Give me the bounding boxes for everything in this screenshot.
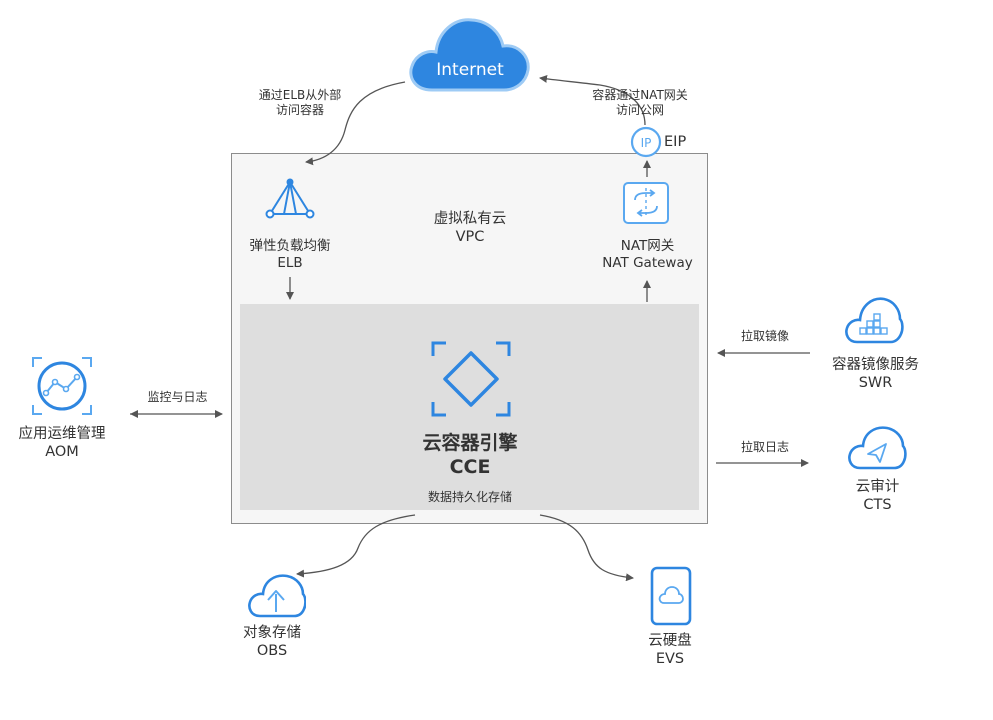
internet-label: Internet: [436, 60, 504, 80]
cce-storage-label: 数据持久化存储: [427, 490, 512, 504]
nat-gateway-icon: [623, 182, 669, 224]
swr-icon: [845, 297, 904, 344]
aom-edge-label: 监控与日志: [147, 390, 208, 404]
eip-icon: IP: [630, 126, 662, 158]
cts-edge-label: 拉取日志: [740, 440, 789, 454]
arrow-internet-to-elb: [305, 81, 406, 166]
eip-icon-text: IP: [641, 136, 652, 150]
obs-icon: [248, 574, 306, 618]
arrow-eip-to-internet: [539, 74, 646, 126]
aom-icon: [32, 357, 92, 415]
evs-icon: [650, 566, 692, 626]
cce-area: [240, 304, 699, 510]
elb-icon: [265, 178, 315, 219]
eip-label: EIP: [664, 134, 687, 150]
cts-icon: [848, 426, 907, 470]
arrow-cce-to-evs: [539, 514, 634, 582]
internet-cloud-icon: [409, 18, 530, 92]
elb-edge-label: 通过ELB从外部访问容器: [258, 88, 342, 117]
swr-edge-label: 拉取镜像: [740, 329, 789, 343]
arrow-cce-to-obs: [296, 514, 416, 578]
cce-icon: [431, 341, 511, 417]
nat-edge-label: 容器通过NAT网关访问公网: [592, 88, 688, 117]
